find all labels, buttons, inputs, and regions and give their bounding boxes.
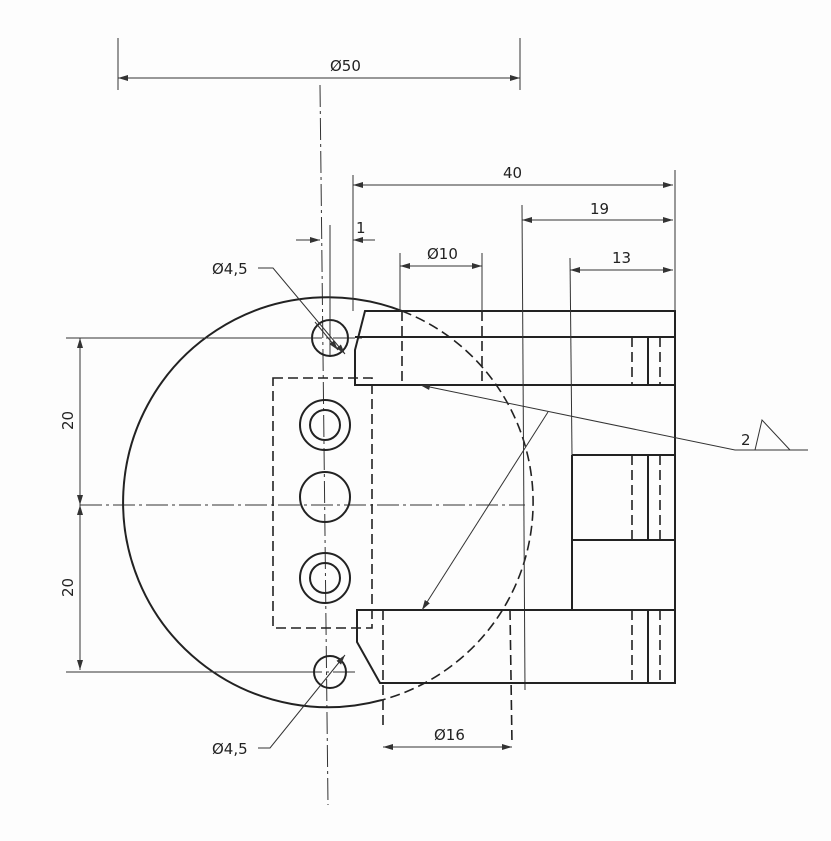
dim-spacing-lower: 20 bbox=[59, 578, 77, 597]
dim-bore-upper: Ø10 bbox=[427, 245, 458, 263]
outer-circle bbox=[122, 296, 534, 709]
centerlines bbox=[80, 84, 525, 806]
dim-overall-length: 40 bbox=[503, 164, 522, 182]
holes bbox=[299, 319, 351, 689]
upper-arm bbox=[354, 310, 676, 386]
dim-hole-lower: Ø4,5 bbox=[212, 740, 248, 758]
dimension-lines bbox=[66, 38, 808, 750]
dim-length-13: 13 bbox=[612, 249, 631, 267]
surface-note: 2 bbox=[741, 431, 751, 449]
dim-outer-diameter: Ø50 bbox=[330, 57, 361, 75]
hidden-pocket bbox=[272, 377, 373, 629]
dim-offset: 1 bbox=[356, 219, 366, 237]
dim-spacing-upper: 20 bbox=[59, 411, 77, 430]
dim-length-19: 19 bbox=[590, 200, 609, 218]
dim-bore-lower: Ø16 bbox=[434, 726, 465, 744]
middle-block bbox=[521, 204, 676, 691]
dim-hole-upper: Ø4,5 bbox=[212, 260, 248, 278]
lower-arm bbox=[356, 609, 676, 746]
